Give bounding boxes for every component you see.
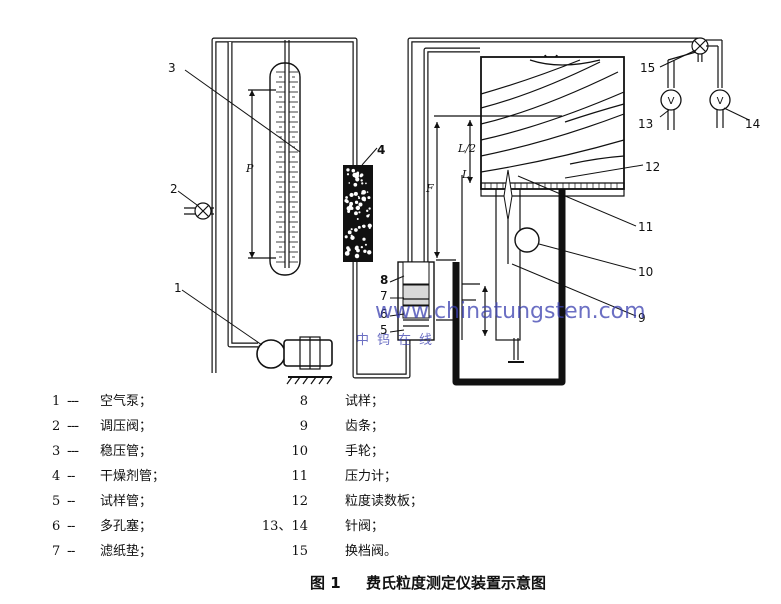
callout-8: 8 [380, 273, 388, 287]
legend-num: 13、14 [262, 519, 308, 534]
legend-num: 4 [52, 469, 60, 484]
callout-4: 4 [377, 143, 385, 157]
legend-item: 1 --- 空气泵； [52, 393, 152, 409]
svg-text:--: -- [67, 519, 76, 534]
legend-num: 9 [300, 419, 308, 434]
callout-6: 6 [380, 307, 388, 321]
legend-item: 15 换档阀。 [291, 544, 397, 559]
legend-item: 13、14 针阀； [262, 519, 384, 534]
callout-labels: 3 2 1 4 8 7 6 5 15 13 14 12 11 10 9 [168, 61, 760, 337]
legend-num: 5 [52, 494, 60, 509]
legend-num: 10 [291, 444, 308, 459]
legend-label: 空气泵； [100, 393, 152, 409]
legend-item: 12 粒度读数板； [291, 493, 423, 509]
dim-l2: L/2 [457, 142, 476, 155]
legend-label: 多孔塞； [100, 518, 152, 534]
svg-text:--: -- [67, 544, 76, 559]
legend-label: 换档阀。 [345, 544, 397, 559]
watermark-cn: 中钨在线 [356, 332, 440, 348]
legend-label: 干燥剂管； [100, 469, 165, 484]
legend-right: 8 试样； 9 齿条； 10 手轮； 11 压力计； 12 粒度读数板； 13、… [262, 394, 423, 559]
legend-num: 2 [52, 419, 60, 434]
legend-item: 8 试样； [300, 394, 384, 409]
legend-label: 试样； [345, 394, 384, 409]
legend-num: 12 [291, 494, 308, 509]
callout-7: 7 [380, 289, 388, 303]
callout-9: 9 [638, 311, 646, 325]
pressure-stabilizer-tube [248, 40, 301, 276]
legend-label: 滤纸垫； [100, 543, 152, 559]
callout-12: 12 [645, 160, 660, 174]
legend-num: 8 [300, 394, 308, 409]
legend-label: 手轮； [345, 444, 384, 459]
dimension-letters: P F L L/2 [245, 142, 476, 195]
legend-num: 15 [291, 544, 308, 559]
callout-5: 5 [380, 323, 388, 337]
dim-f: F [425, 182, 434, 195]
legend-item: 6 -- 多孔塞； [52, 518, 152, 534]
sample-tube-assembly [397, 261, 435, 341]
air-line-left [211, 37, 703, 379]
legend-label: 试样管； [100, 494, 152, 509]
svg-text:V: V [717, 96, 724, 107]
legend-num: 7 [52, 544, 60, 559]
dim-p: P [245, 162, 254, 175]
caption-title: 费氏粒度测定仪装置示意图 [366, 574, 546, 592]
legend-item: 7 -- 滤纸垫； [52, 543, 152, 559]
desiccant-tube [343, 165, 373, 262]
callout-13: 13 [638, 117, 653, 131]
legend-label: 针阀； [345, 519, 384, 534]
needle-valves: V V [660, 37, 731, 130]
air-pump [256, 336, 333, 385]
callout-1: 1 [174, 281, 182, 295]
svg-text:--: -- [67, 469, 76, 484]
figure-caption: 图 1 费氏粒度测定仪装置示意图 [310, 574, 546, 592]
caption-fig-number: 图 1 [310, 574, 341, 592]
leader-lines [177, 49, 750, 346]
legend-num: 3 [52, 444, 60, 459]
legend-item: 3 --- 稳压管； [52, 443, 152, 459]
legend-label: 压力计； [345, 469, 397, 484]
callout-14: 14 [745, 117, 760, 131]
legend-label: 稳压管； [100, 443, 152, 459]
svg-text:---: --- [67, 419, 79, 434]
svg-text:--: -- [67, 494, 76, 509]
legend-item: 9 齿条； [300, 418, 384, 434]
legend-item: 4 -- 干燥剂管； [52, 469, 165, 484]
callout-10: 10 [638, 265, 653, 279]
legend-item: 2 --- 调压阀； [52, 419, 152, 434]
dim-l: L [461, 168, 469, 181]
legend-label: 粒度读数板； [345, 493, 423, 509]
legend-num: 11 [291, 469, 308, 484]
legend-item: 10 手轮； [291, 444, 384, 459]
svg-text:---: --- [67, 444, 79, 459]
hand-wheel [514, 227, 540, 253]
legend-num: 6 [52, 519, 60, 534]
legend-item: 11 压力计； [291, 469, 397, 484]
callout-11: 11 [638, 220, 653, 234]
legend-item: 5 -- 试样管； [52, 494, 152, 509]
legend-label: 调压阀； [100, 419, 152, 434]
legend-num: 1 [52, 394, 60, 409]
svg-text:---: --- [67, 394, 79, 409]
legend-label: 齿条； [345, 418, 384, 434]
svg-text:V: V [668, 96, 675, 107]
callout-2: 2 [170, 182, 178, 196]
legend-left: 1 --- 空气泵； 2 --- 调压阀； 3 --- 稳压管； 4 -- 干燥… [52, 393, 165, 559]
reading-chart [434, 56, 625, 336]
stabilizer-scale [276, 71, 298, 263]
regulating-valve [184, 202, 214, 220]
callout-3: 3 [168, 61, 176, 75]
callout-15: 15 [640, 61, 655, 75]
watermark: www.chinatungsten.com 中钨在线 [356, 299, 646, 348]
watermark-site: www.chinatungsten.com [375, 299, 646, 324]
